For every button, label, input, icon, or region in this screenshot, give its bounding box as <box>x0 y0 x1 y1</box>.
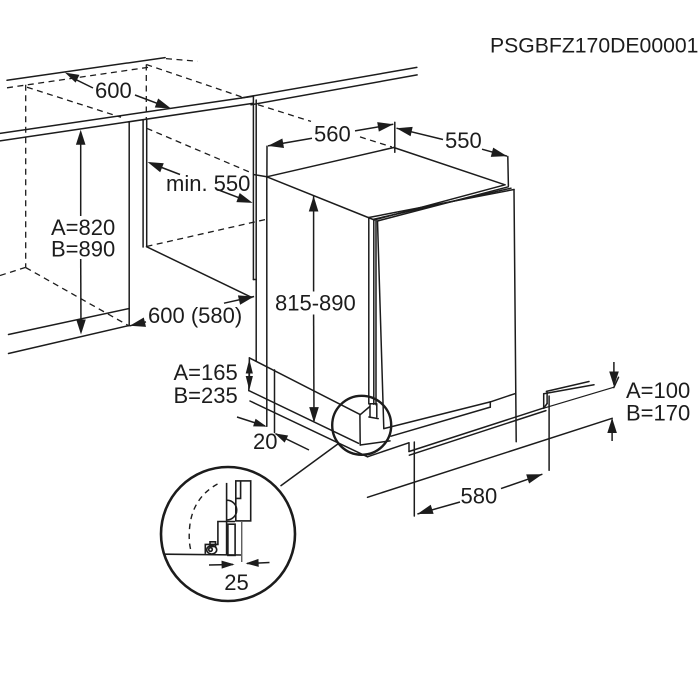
svg-text:B=235: B=235 <box>174 383 238 408</box>
svg-text:20: 20 <box>253 429 277 454</box>
svg-text:B=170: B=170 <box>626 401 690 426</box>
svg-text:580: 580 <box>461 484 498 509</box>
svg-text:550: 550 <box>445 128 482 153</box>
svg-text:25: 25 <box>224 570 248 595</box>
svg-text:815-890: 815-890 <box>275 290 356 315</box>
svg-text:min. 550: min. 550 <box>166 171 250 196</box>
svg-text:A=165: A=165 <box>174 360 238 385</box>
svg-text:B=890: B=890 <box>51 237 115 262</box>
svg-text:PSGBFZ170DE00001: PSGBFZ170DE00001 <box>490 34 698 57</box>
svg-text:A=820: A=820 <box>51 215 115 240</box>
svg-text:600: 600 <box>95 78 132 103</box>
svg-text:600 (580): 600 (580) <box>148 303 242 328</box>
svg-text:A=100: A=100 <box>626 378 690 403</box>
svg-text:560: 560 <box>314 122 351 147</box>
